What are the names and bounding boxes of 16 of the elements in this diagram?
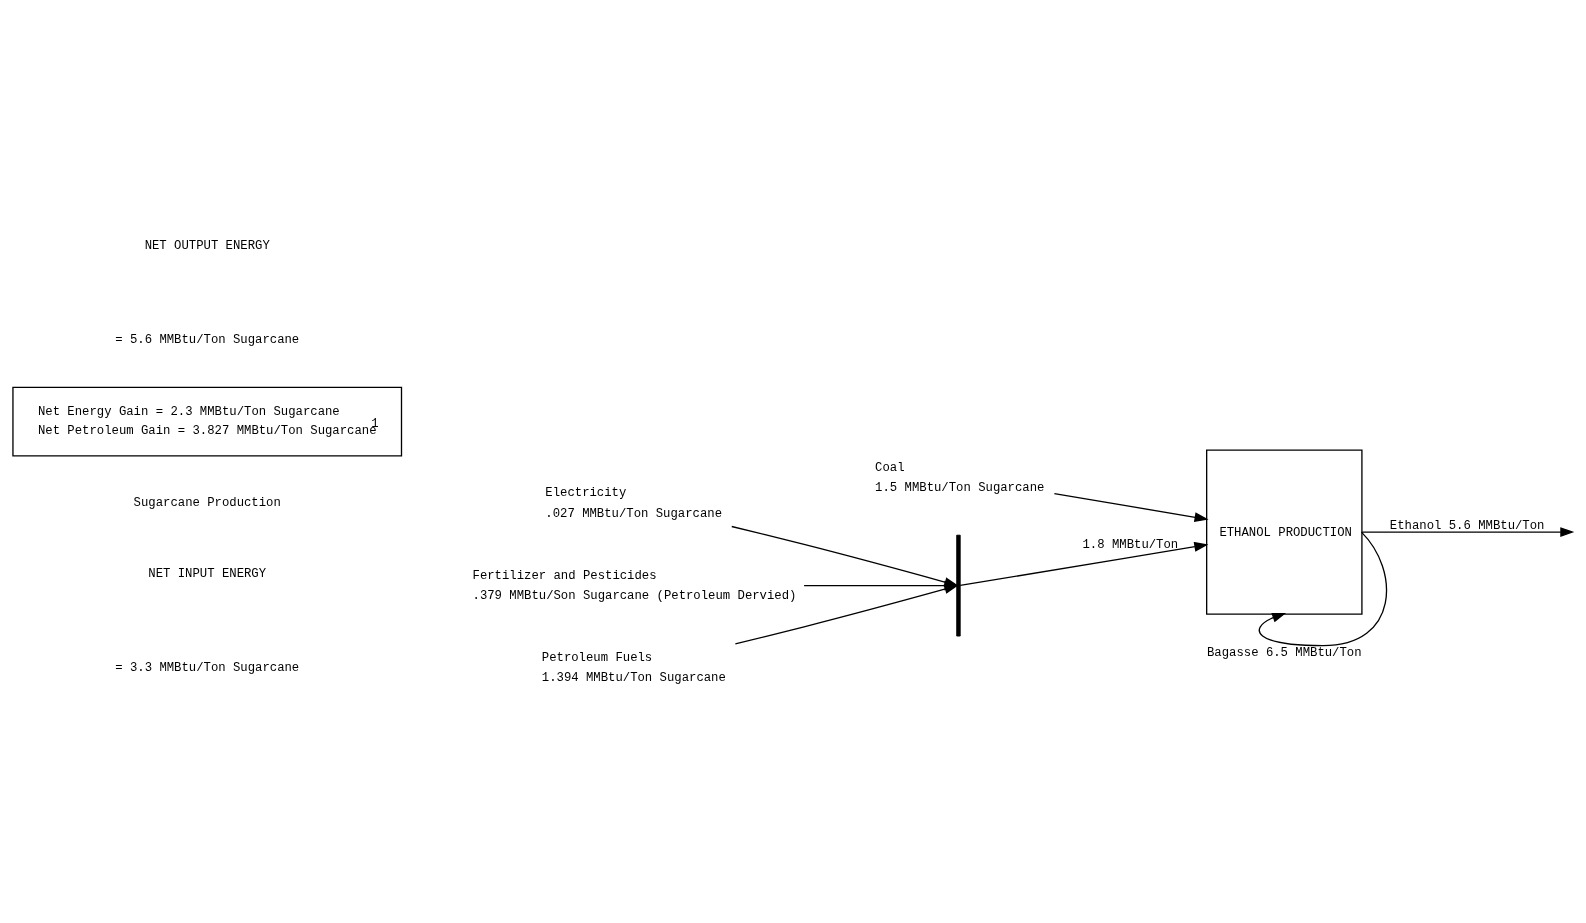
label: = 5.6 MMBtu/Ton Sugarcane: [115, 333, 300, 348]
label: Sugarcane Production: [133, 496, 281, 511]
node-label: 1.394 MMBtu/Ton Sugarcane: [541, 671, 726, 686]
edge-label: 1.8 MMBtu/Ton: [1082, 538, 1179, 553]
node-label: .379 MMBtu/Son Sugarcane (Petroleum Dervied): [472, 588, 797, 603]
edge-label: Bagasse 6.5 MMBtu/Ton: [1207, 645, 1362, 660]
node-text: Fertilizer and Pesticides: [472, 568, 657, 583]
edge-label: Ethanol 5.6 MMBtu/Ton: [1389, 518, 1545, 533]
label: NET OUTPUT ENERGY: [144, 238, 270, 253]
node-label: .027 MMBtu/Ton Sugarcane: [545, 506, 722, 521]
node-text: Electricity: [545, 486, 627, 501]
node-label: 1.5 MMBtu/Ton Sugarcane: [875, 481, 1045, 496]
label: = 3.3 MMBtu/Ton Sugarcane: [115, 661, 300, 676]
node-text: Petroleum Fuels: [541, 651, 653, 666]
label: NET INPUT ENERGY: [148, 566, 267, 581]
node-text: Coal: [875, 460, 905, 475]
